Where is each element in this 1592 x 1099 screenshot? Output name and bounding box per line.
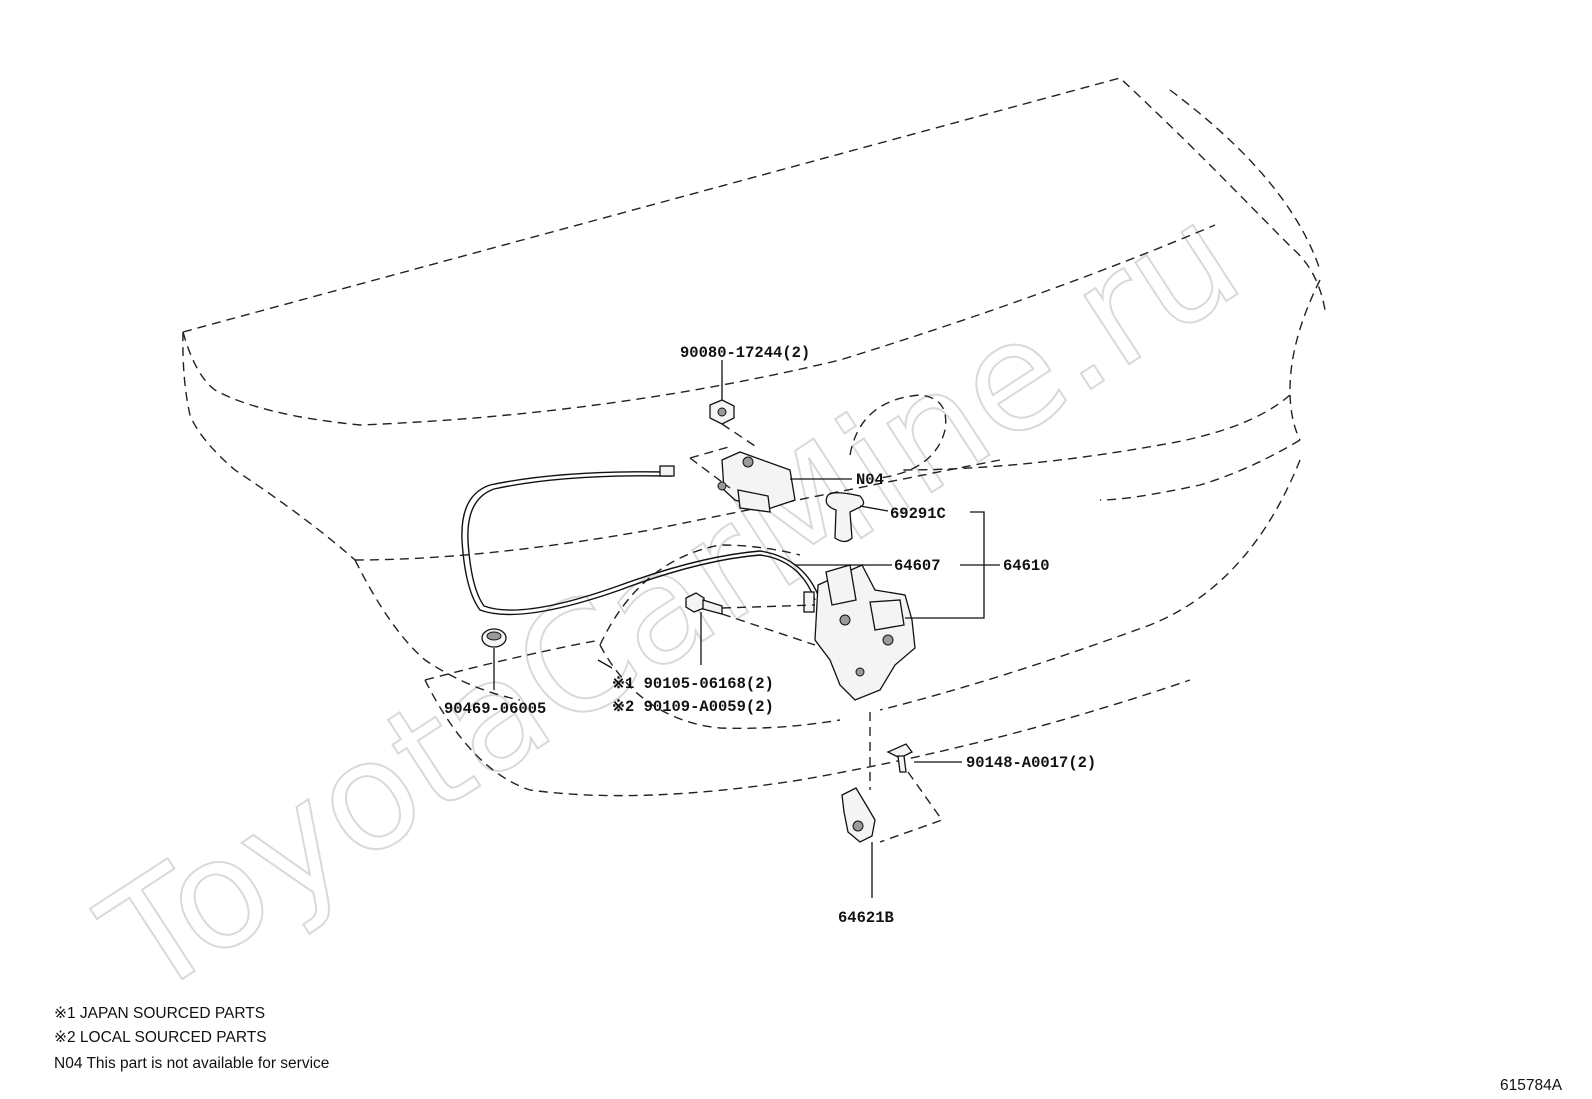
bolt-90080 xyxy=(709,399,735,425)
callout-striker-64621b: 64621B xyxy=(838,909,894,927)
callout-cable-64607: 64607 xyxy=(894,557,941,575)
trunk-lid-outline xyxy=(182,77,1326,797)
leader-lines xyxy=(493,360,1000,898)
callout-japan-bolt: ※1 90105-06168(2) xyxy=(612,675,774,693)
figure-id: 615784A xyxy=(1500,1077,1563,1094)
lock-cylinder xyxy=(717,451,796,513)
lock-assembly-64610 xyxy=(814,564,916,701)
callout-bolt-90080: 90080-17244(2) xyxy=(680,344,810,362)
note-n04-not-available: N04 This part is not available for servi… xyxy=(54,1055,329,1072)
callout-screw-90148: 90148-A0017(2) xyxy=(966,754,1096,772)
callout-grommet-69291c: 69291C xyxy=(890,505,946,523)
callout-lock-assembly-64610: 64610 xyxy=(1003,557,1050,575)
watermark: ToyotaCarMine.ru xyxy=(74,171,1269,1031)
screw-90148 xyxy=(886,743,913,773)
callout-plug-90469: 90469-06005 xyxy=(444,700,546,718)
grommet-69291c xyxy=(825,492,865,543)
release-cable xyxy=(461,465,821,616)
note-japan-sourced: ※1 JAPAN SOURCED PARTS xyxy=(54,1005,265,1022)
striker-64621b xyxy=(841,787,876,843)
callout-local-bolt: ※2 90109-A0059(2) xyxy=(612,698,774,716)
plug-90469 xyxy=(481,628,507,648)
callout-n04: N04 xyxy=(856,471,884,489)
note-local-sourced: ※2 LOCAL SOURCED PARTS xyxy=(54,1029,267,1046)
